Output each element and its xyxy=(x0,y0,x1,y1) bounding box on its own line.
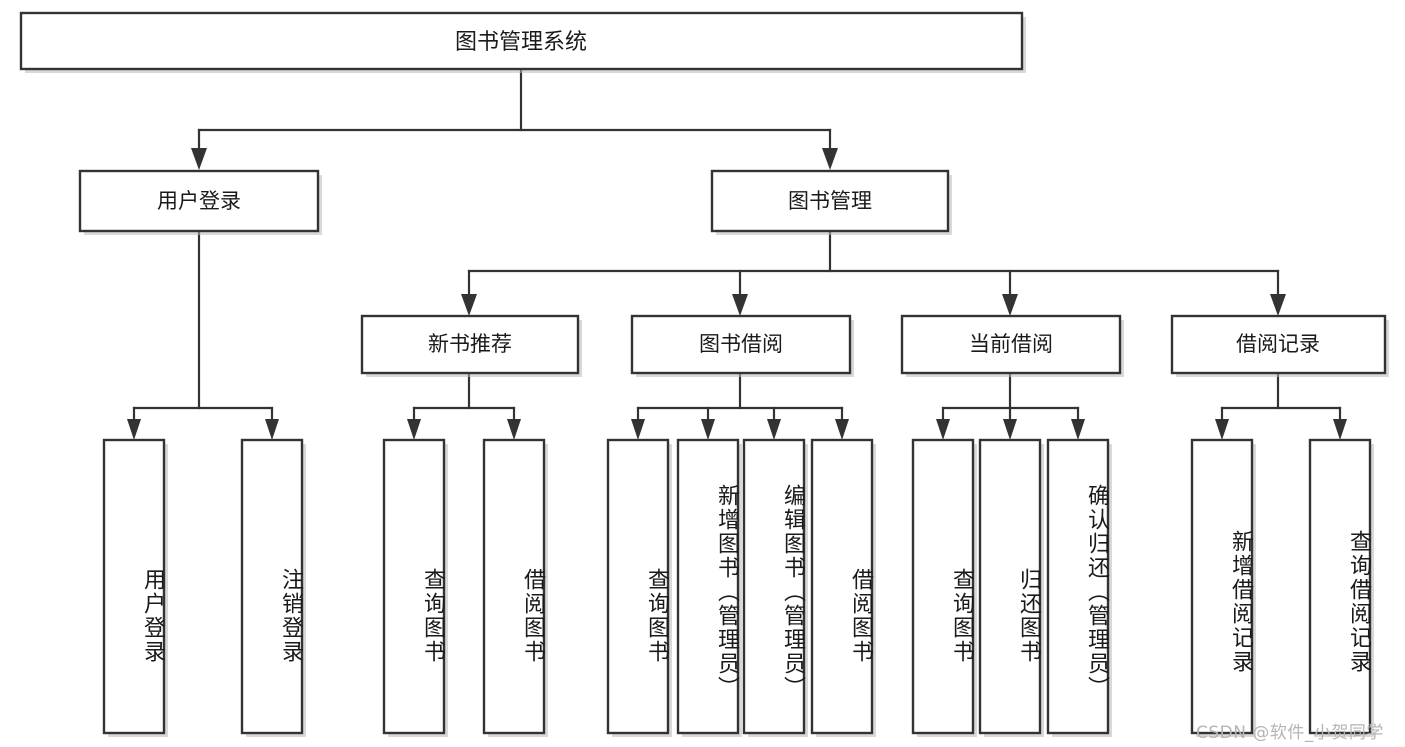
arrow-to-borrow-record xyxy=(1270,294,1286,316)
arrow-to-new-book xyxy=(461,294,477,316)
leaf-box-book-borrow-2[interactable] xyxy=(676,438,740,735)
leaf-box-user-login-2[interactable] xyxy=(240,438,304,735)
edges-layer xyxy=(127,69,1347,440)
arrow-bookborrow-leaf-2 xyxy=(701,419,715,440)
arrow-borrowrecord-leaf-2 xyxy=(1333,419,1347,440)
leaf-box-current-borrow-2[interactable] xyxy=(978,438,1042,735)
arrow-userlogin-leaf-1 xyxy=(127,419,141,440)
arrow-to-book-borrow xyxy=(732,294,748,316)
arrow-currentborrow-leaf-3 xyxy=(1071,419,1085,440)
leaf-box-book-borrow-1[interactable] xyxy=(606,438,670,735)
node-borrow-record-box[interactable] xyxy=(1170,314,1387,375)
node-book-borrow-label: 图书借阅 xyxy=(699,332,783,356)
arrow-newbook-leaf-1 xyxy=(407,419,421,440)
node-book-manage-label: 图书管理 xyxy=(788,189,872,213)
node-book-manage-box[interactable] xyxy=(710,169,950,233)
leaf-box-book-borrow-3[interactable] xyxy=(742,438,806,735)
arrow-userlogin-leaf-2 xyxy=(265,419,279,440)
leaf-box-borrow-record-1[interactable] xyxy=(1190,438,1254,735)
arrow-currentborrow-leaf-1 xyxy=(936,419,950,440)
leaf-box-new-book-2[interactable] xyxy=(482,438,546,735)
arrow-to-user-login xyxy=(191,148,207,170)
arrow-currentborrow-leaf-2 xyxy=(1003,419,1017,440)
node-current-borrow-label: 当前借阅 xyxy=(969,332,1053,356)
arrow-bookborrow-leaf-1 xyxy=(631,419,645,440)
node-user-login-label: 用户登录 xyxy=(157,189,241,213)
leaf-box-user-login-1[interactable] xyxy=(102,438,166,735)
arrow-bookborrow-leaf-4 xyxy=(835,419,849,440)
arrow-borrowrecord-leaf-1 xyxy=(1215,419,1229,440)
csdn-watermark: CSDN @软件_小贺同学 xyxy=(1196,723,1384,743)
node-root-label: 图书管理系统 xyxy=(455,30,587,55)
arrow-to-current-borrow xyxy=(1002,294,1018,316)
node-new-book-box[interactable] xyxy=(360,314,580,375)
arrow-bookborrow-leaf-3 xyxy=(767,419,781,440)
nodes-layer: 图书管理系统 用户登录 图书管理 新书推荐 图书借阅 当前借阅 借阅记录 xyxy=(19,11,1389,737)
arrow-newbook-leaf-2 xyxy=(507,419,521,440)
node-current-borrow-box[interactable] xyxy=(900,314,1122,375)
leaf-box-book-borrow-4[interactable] xyxy=(810,438,874,735)
node-book-borrow-box[interactable] xyxy=(630,314,852,375)
node-new-book-label: 新书推荐 xyxy=(428,332,512,356)
arrow-to-book-manage xyxy=(822,148,838,170)
leaf-box-current-borrow-3[interactable] xyxy=(1046,438,1110,735)
node-user-login-box[interactable] xyxy=(78,169,320,233)
node-borrow-record-label: 借阅记录 xyxy=(1236,332,1320,356)
leaf-box-current-borrow-1[interactable] xyxy=(911,438,975,735)
leaf-box-borrow-record-2[interactable] xyxy=(1308,438,1372,735)
node-root-box[interactable] xyxy=(19,11,1024,71)
leaf-box-new-book-1[interactable] xyxy=(382,438,446,735)
